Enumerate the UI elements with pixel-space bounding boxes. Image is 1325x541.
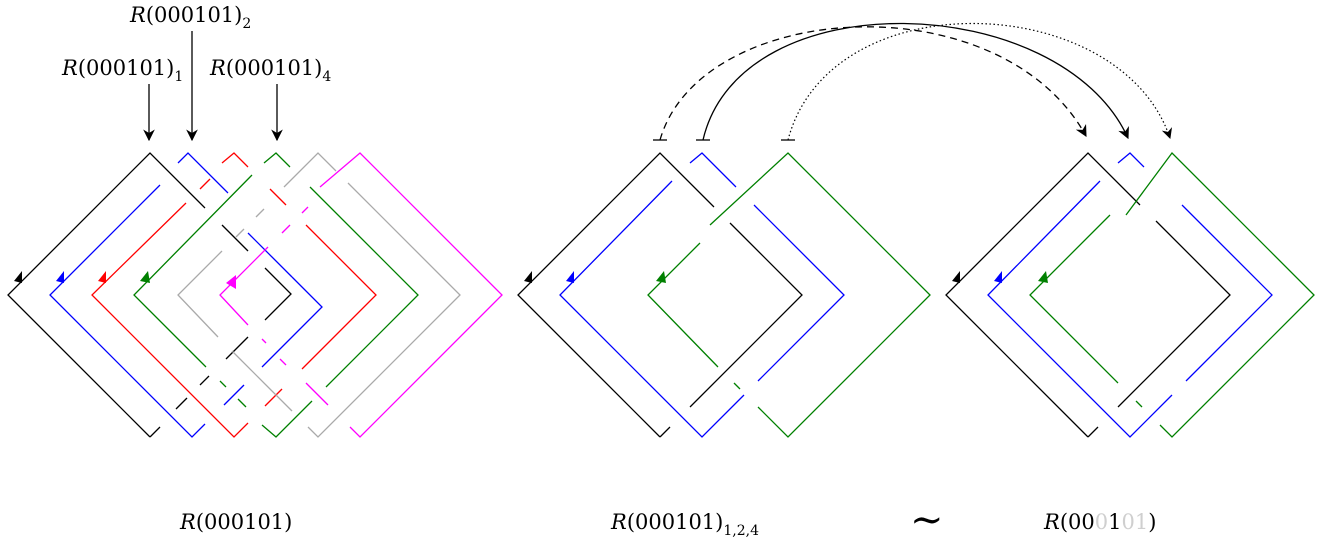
strand-gray [283, 152, 337, 188]
arrow-red [98, 271, 106, 283]
arrow-black [14, 271, 22, 283]
caption-left: R(000101) [179, 510, 292, 534]
strand-green-right [1125, 152, 1315, 438]
arrow-magenta [226, 275, 236, 289]
strand-black-right [945, 152, 1141, 438]
arrow-black-right [952, 271, 960, 283]
arrow-blue-mid [566, 271, 574, 283]
strand-green [263, 152, 291, 168]
arc-solid [702, 22, 1129, 141]
strand-magenta [319, 152, 503, 438]
knot-diagram-right [945, 152, 1315, 438]
correspondence-arcs [659, 22, 1172, 141]
arrow-green-right [1038, 271, 1048, 283]
strand-black-mid [517, 152, 715, 438]
strand-blue-mid [689, 152, 737, 188]
top-label-4: R(000101)4 [209, 56, 331, 142]
caption-right: R(000101) [1043, 510, 1156, 534]
svg-text:R(000101)4: R(000101)4 [209, 56, 331, 85]
knot-diagram-middle [517, 139, 931, 438]
arrow-blue [56, 271, 64, 283]
arrow-black-mid [524, 271, 532, 283]
arc-dashed [659, 26, 1087, 141]
strand-red [221, 152, 249, 168]
arrow-green-mid [656, 271, 666, 283]
strand-black [7, 152, 206, 438]
svg-text:R(000101)1: R(000101)1 [61, 56, 183, 85]
svg-text:R(000101)2: R(000101)2 [129, 3, 251, 32]
strand-blue [177, 152, 229, 194]
strand-green-mid [709, 152, 931, 438]
caption-middle: R(000101)1,2,4 [610, 510, 759, 539]
top-label-2: R(000101)2 [129, 3, 251, 142]
arrow-green [140, 271, 150, 283]
equivalence-symbol: ∼ [910, 497, 944, 541]
top-label-1: R(000101)1 [61, 56, 183, 142]
strand-blue-right [1117, 152, 1145, 168]
knot-diagram-left [7, 152, 503, 438]
arrow-blue-right [994, 271, 1002, 283]
arc-dotted [787, 22, 1172, 141]
